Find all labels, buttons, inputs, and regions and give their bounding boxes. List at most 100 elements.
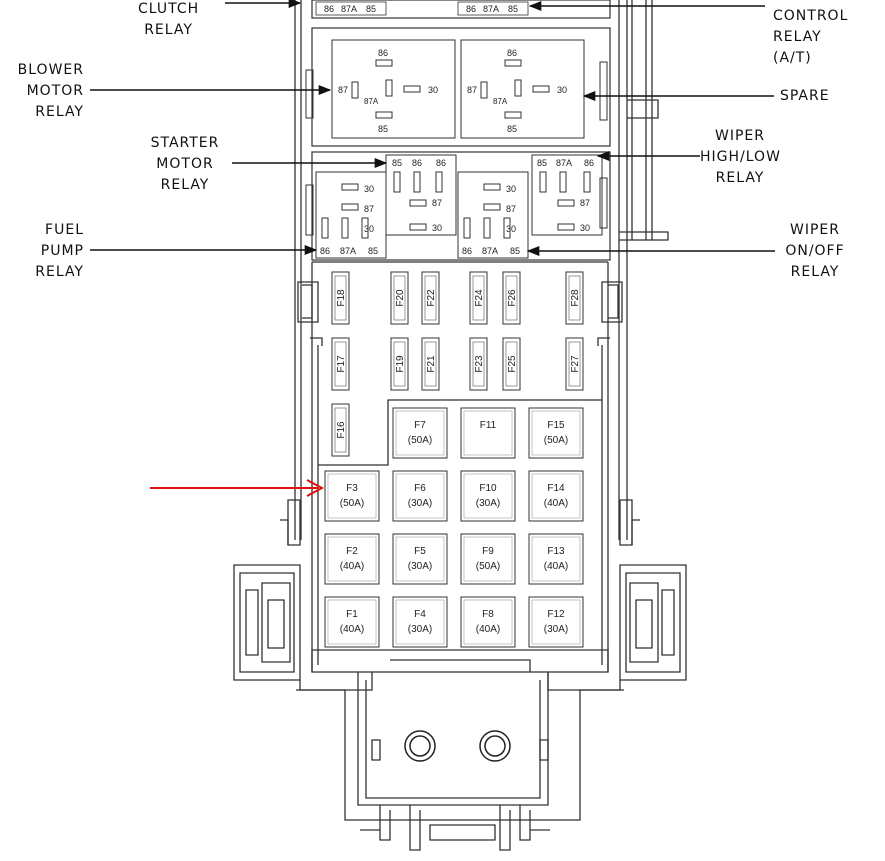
highlight-arrow: [150, 479, 325, 497]
svg-text:87: 87: [580, 198, 590, 208]
svg-text:86: 86: [507, 48, 517, 58]
maxi-fuse-f13: F13 (40A): [528, 533, 584, 585]
mini-fuse-label: F17: [336, 355, 347, 373]
maxi-fuse-id: F5: [414, 546, 426, 557]
mini-fuse-label: F21: [426, 355, 437, 373]
top-relay-strip: 86 87A 85 86 87A 85: [311, 0, 611, 19]
mini-fuse-f24: F24: [469, 271, 488, 325]
maxi-fuse-id: F3: [346, 483, 358, 494]
maxi-fuse-rating: (30A): [476, 498, 500, 509]
mini-fuse-f16: F16: [331, 403, 350, 457]
maxi-fuse-f5: F5 (30A): [392, 533, 448, 585]
mini-fuse-f26: F26: [502, 271, 521, 325]
maxi-fuse-rating: (50A): [476, 561, 500, 572]
svg-text:30: 30: [364, 224, 374, 234]
svg-text:85: 85: [368, 246, 378, 256]
maxi-fuse-rating: (30A): [408, 498, 432, 509]
svg-text:86: 86: [436, 158, 446, 168]
wiper-high-low-relay: 85 87A 86 87 30: [537, 158, 594, 233]
maxi-fuse-id: F9: [482, 546, 494, 557]
svg-text:87A: 87A: [493, 97, 508, 106]
maxi-fuse-f4: F4 (30A): [392, 596, 448, 648]
control-pin-85: 85: [508, 4, 518, 14]
maxi-fuse-f2: F2 (40A): [324, 533, 380, 585]
maxi-fuse-rating: (40A): [340, 561, 364, 572]
maxi-fuse-rating: (30A): [408, 561, 432, 572]
mini-fuse-f20: F20: [390, 271, 409, 325]
maxi-fuse-f9: F9 (50A): [460, 533, 516, 585]
maxi-fuse-id: F4: [414, 609, 426, 620]
maxi-fuse-rating: (50A): [340, 498, 364, 509]
maxi-fuse-rating: (40A): [544, 498, 568, 509]
svg-text:85: 85: [392, 158, 402, 168]
svg-text:30: 30: [506, 224, 516, 234]
clutch-pin-85: 85: [366, 4, 376, 14]
fuse-box-housing: [233, 0, 687, 851]
svg-text:30: 30: [432, 223, 442, 233]
maxi-fuse-rating: (40A): [340, 624, 364, 635]
maxi-fuse-f10: F10 (30A): [460, 470, 516, 522]
maxi-fuse-f8: F8 (40A): [460, 596, 516, 648]
svg-text:30: 30: [428, 85, 438, 95]
mini-fuse-f27: F27: [565, 337, 584, 391]
mini-fuse-f19: F19: [390, 337, 409, 391]
maxi-fuse-id: F13: [547, 546, 565, 557]
mini-fuse-f23: F23: [469, 337, 488, 391]
maxi-fuse-id: F2: [346, 546, 358, 557]
svg-text:87: 87: [364, 204, 374, 214]
svg-text:87A: 87A: [556, 158, 572, 168]
mini-fuse-f18: F18: [331, 271, 350, 325]
maxi-fuse-rating: (40A): [544, 561, 568, 572]
maxi-fuse-id: F1: [346, 609, 358, 620]
mini-fuse-label: F28: [570, 289, 581, 307]
svg-text:87: 87: [467, 85, 477, 95]
svg-text:86: 86: [320, 246, 330, 256]
maxi-fuse-id: F15: [547, 420, 565, 431]
mini-fuse-label: F27: [570, 355, 581, 373]
maxi-fuse-rating: (50A): [544, 435, 568, 446]
maxi-fuse-rating: (30A): [408, 624, 432, 635]
mini-fuse-label: F26: [507, 289, 518, 307]
svg-text:85: 85: [378, 124, 388, 134]
svg-text:86: 86: [584, 158, 594, 168]
maxi-fuse-rating: (50A): [408, 435, 432, 446]
svg-text:87A: 87A: [482, 246, 498, 256]
svg-text:87: 87: [506, 204, 516, 214]
svg-text:30: 30: [364, 184, 374, 194]
maxi-fuse-id: F8: [482, 609, 494, 620]
mounting-studs: [404, 730, 511, 762]
svg-text:86: 86: [412, 158, 422, 168]
mini-fuse-f17: F17: [331, 337, 350, 391]
mini-fuse-label: F20: [395, 289, 406, 307]
maxi-fuse-id: F10: [479, 483, 497, 494]
mini-fuse-label: F22: [426, 289, 437, 307]
svg-text:86: 86: [462, 246, 472, 256]
maxi-fuse-f3: F3 (50A): [324, 470, 380, 522]
maxi-fuse-f14: F14(40A): [528, 470, 584, 522]
mini-fuse-label: F16: [336, 421, 347, 439]
control-pin-86: 86: [466, 4, 476, 14]
callout-arrows: [90, 0, 775, 257]
svg-text:85: 85: [537, 158, 547, 168]
starter-motor-relay: 85 86 86 87 30: [392, 158, 446, 233]
maxi-fuse-rating: (30A): [544, 624, 568, 635]
mini-fuse-f21: F21: [421, 337, 440, 391]
mini-fuse-f28: F28: [565, 271, 584, 325]
svg-text:86: 86: [378, 48, 388, 58]
blower-motor-relay: 86 87 87A 30 85: [338, 48, 438, 134]
maxi-fuse-rating: (40A): [476, 624, 500, 635]
mini-fuse-label: F25: [507, 355, 518, 373]
mini-fuse-f22: F22: [421, 271, 440, 325]
svg-text:85: 85: [507, 124, 517, 134]
wiper-on-off-relay: 30 87 30 86 87A 85: [462, 183, 520, 256]
maxi-fuse-f15: F15 (50A): [528, 407, 584, 459]
svg-text:30: 30: [557, 85, 567, 95]
mini-fuse-f25: F25: [502, 337, 521, 391]
maxi-fuse-id: F11: [480, 420, 497, 431]
